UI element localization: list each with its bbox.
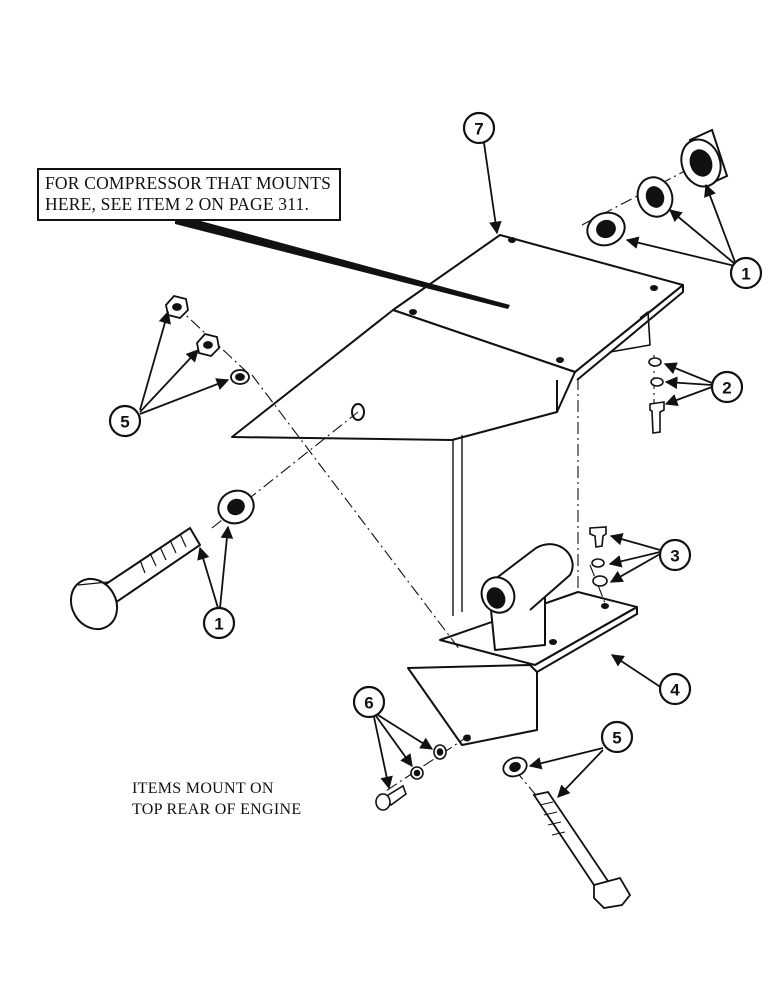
item-number-7: 7 [474, 120, 483, 139]
balloon-1-upper [729, 256, 763, 290]
bolt-and-washers-lower-right [589, 526, 608, 587]
balloon-7 [462, 111, 496, 145]
balloon-5-left [108, 404, 142, 438]
item-number-5-right: 5 [612, 729, 621, 748]
leader-arrows [139, 142, 736, 798]
lower-mounting-bracket [407, 543, 638, 746]
balloon-6 [352, 685, 386, 719]
washer-and-long-bolt-right [502, 756, 632, 909]
upper-mounting-bracket [231, 234, 684, 441]
callout-leader [175, 214, 510, 309]
compressor-callout-box: FOR COMPRESSOR THAT MOUNTS HERE, SEE ITE… [37, 168, 341, 221]
spacer-and-washers [586, 128, 729, 247]
bolt-and-washers-upper-right [648, 357, 665, 434]
note-line-1: ITEMS MOUNT ON [132, 780, 274, 797]
small-bolt-and-washers [375, 744, 447, 811]
callout-line-1: FOR COMPRESSOR THAT MOUNTS [45, 173, 332, 193]
item-number-1-lower: 1 [214, 615, 223, 634]
balloon-1-lower [202, 606, 236, 640]
note-line-2: TOP REAR OF ENGINE [132, 801, 302, 818]
balloon-5-right [600, 720, 634, 754]
mounting-note: ITEMS MOUNT ON TOP REAR OF ENGINE [132, 778, 301, 820]
callout-line-2: HERE, SEE ITEM 2 ON PAGE 311. [45, 194, 310, 214]
item-number-3: 3 [670, 547, 679, 566]
balloon-3 [658, 538, 692, 572]
balloon-4 [658, 672, 692, 706]
item-number-6: 6 [364, 694, 373, 713]
item-number-1-upper: 1 [741, 265, 750, 284]
item-number-2: 2 [722, 379, 731, 398]
item-number-5-left: 5 [120, 413, 129, 432]
balloon-2 [710, 370, 744, 404]
item-number-4: 4 [670, 681, 680, 700]
item-numbers: 7 1 2 3 4 5 1 6 5 [120, 120, 750, 748]
nuts-and-washer-left [165, 294, 250, 385]
item-balloons [108, 111, 763, 754]
long-bolt-and-washer [69, 489, 255, 631]
support-stem [452, 435, 463, 616]
